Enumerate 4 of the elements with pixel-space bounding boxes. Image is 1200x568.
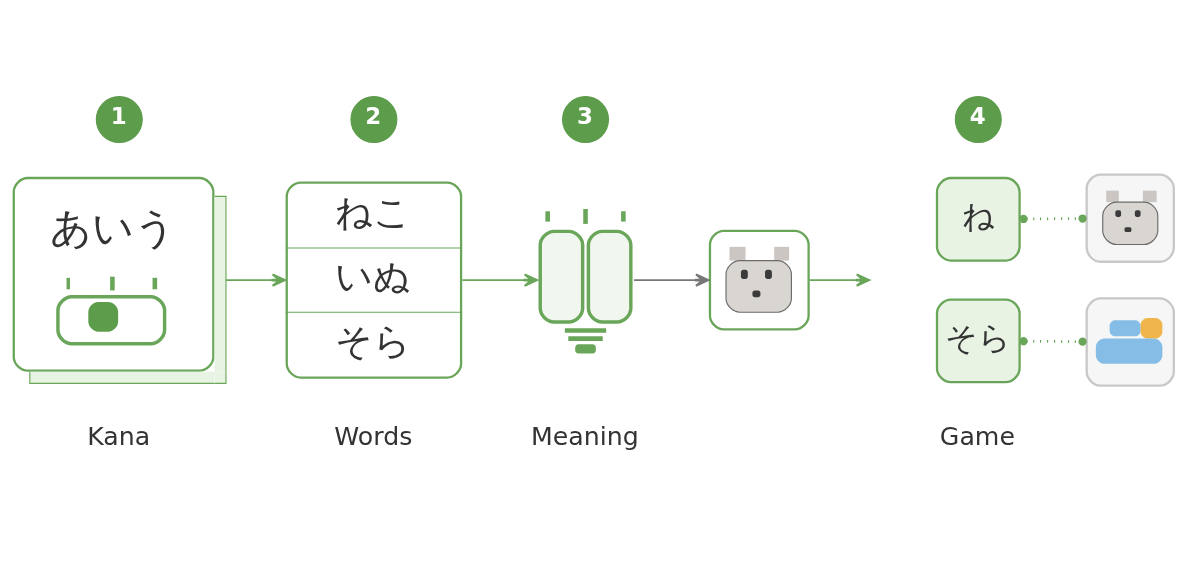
label: Meaning: [531, 421, 639, 451]
label: Game: [939, 421, 1015, 451]
label: Words: [334, 421, 413, 451]
label: Kana: [87, 421, 151, 451]
